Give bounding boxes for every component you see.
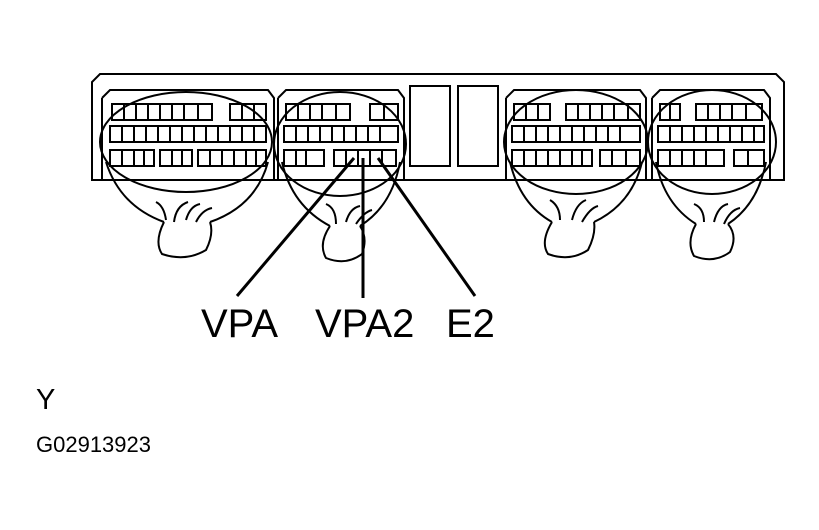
connector-b bbox=[273, 89, 407, 263]
terminal-label-e2: E2 bbox=[446, 302, 495, 346]
connector-d bbox=[647, 89, 777, 261]
center-socket-left bbox=[409, 85, 451, 167]
terminal-label-vpa2: VPA2 bbox=[315, 302, 415, 346]
connector-id-label: Y bbox=[36, 384, 56, 416]
leader-line-e2 bbox=[376, 157, 477, 297]
connector-a bbox=[99, 89, 275, 259]
figure-code: G02913923 bbox=[36, 432, 151, 457]
terminal-label-vpa: VPA bbox=[201, 302, 279, 346]
leader-line-vpa bbox=[235, 157, 356, 297]
ecu-housing bbox=[91, 73, 785, 181]
center-socket-right bbox=[457, 85, 499, 167]
connector-c bbox=[503, 89, 649, 259]
